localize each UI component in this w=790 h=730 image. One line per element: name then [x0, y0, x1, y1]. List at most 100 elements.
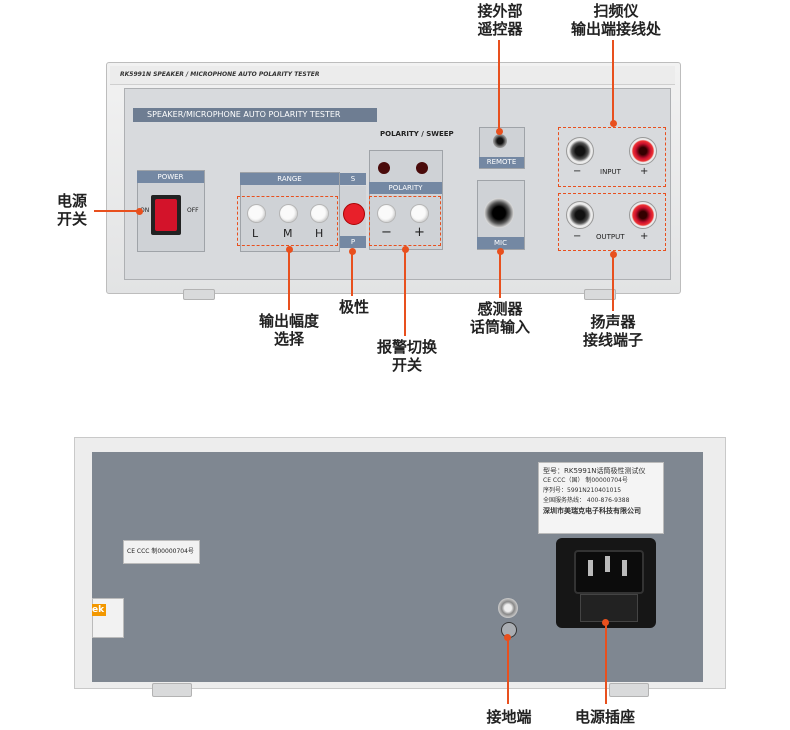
- output-label: OUTPUT: [596, 233, 625, 241]
- rear-model-line: 型号：RK5991N话筒极性测试仪: [543, 467, 646, 475]
- range-leader: [288, 250, 290, 310]
- speaker-leader: [612, 255, 614, 311]
- ground-annotation: 接地端: [486, 708, 532, 726]
- range-button-m[interactable]: [279, 204, 298, 223]
- output-plus-label: +: [640, 231, 649, 242]
- mic-label: MIC: [477, 237, 524, 249]
- alarm-leader: [404, 250, 406, 336]
- socket-pin-right: [622, 560, 627, 576]
- fuse-drawer[interactable]: [580, 594, 638, 622]
- sweep-leader-dot: [610, 120, 617, 127]
- remote-leader: [498, 40, 500, 132]
- power-on-label: ON: [140, 207, 150, 214]
- alarm-annotation-line1: 报警切换: [376, 338, 437, 356]
- range-annotation-line2: 选择: [273, 330, 304, 348]
- power-leader: [94, 210, 140, 212]
- rear-foot-right: [609, 683, 649, 697]
- ground-leader-dot: [504, 634, 511, 641]
- input-plus-label: +: [640, 166, 649, 177]
- rear-small-cert: CE CCC 制00000704号: [123, 540, 200, 564]
- polarity-leader-dot: [349, 248, 356, 255]
- remote-annotation-line2: 遥控器: [477, 20, 523, 38]
- output-terminal-plus[interactable]: [629, 201, 657, 229]
- s-header: S: [340, 173, 366, 185]
- rear-company-line: 深圳市美瑞克电子科技有限公司: [543, 507, 641, 515]
- alarm-minus-label: −: [381, 225, 392, 240]
- speaker-annotation: 扬声器 接线端子: [572, 313, 654, 349]
- socket-leader: [605, 623, 607, 704]
- range-label-l: L: [252, 227, 259, 240]
- remote-annotation-line1: 接外部: [477, 2, 523, 20]
- power-off-label: OFF: [187, 207, 199, 214]
- alarm-annotation: 报警切换 开关: [368, 338, 446, 374]
- rear-left-tag: ek: [92, 604, 106, 616]
- range-label-h: H: [315, 227, 324, 240]
- rear-foot-left: [152, 683, 192, 697]
- range-button-h[interactable]: [310, 204, 329, 223]
- rear-label-sticker: 型号：RK5991N话筒极性测试仪 CE CCC（国） 制00000704号 序…: [538, 462, 664, 534]
- mic-annotation: 感测器 话筒输入: [462, 300, 538, 336]
- front-top-band: RK5991N SPEAKER / MICROPHONE AUTO POLARI…: [110, 66, 675, 85]
- s-label: S: [350, 175, 356, 183]
- mic-leader: [499, 252, 501, 298]
- input-terminal-plus[interactable]: [629, 137, 657, 165]
- output-minus-label: −: [573, 231, 582, 242]
- power-switch[interactable]: [155, 199, 177, 231]
- range-annotation-line1: 输出幅度: [258, 312, 319, 330]
- rear-cert-line: CE CCC（国） 制00000704号: [543, 477, 628, 484]
- socket-pin-ground: [605, 556, 610, 572]
- front-foot-right: [584, 289, 616, 300]
- sweep-annotation-line2: 输出端接线处: [570, 20, 661, 38]
- ground-leader: [507, 638, 509, 704]
- polarity-annotation: 极性: [338, 298, 369, 316]
- polarity-led-left: [378, 162, 390, 174]
- remote-annotation: 接外部 遥控器: [473, 2, 527, 38]
- brand-band-text: RK5991N SPEAKER / MICROPHONE AUTO POLARI…: [120, 71, 320, 78]
- output-highlight: [558, 193, 666, 251]
- speaker-leader-dot: [610, 251, 617, 258]
- remote-label: REMOTE: [479, 157, 524, 168]
- power-leader-dot: [136, 208, 143, 215]
- input-minus-label: −: [573, 166, 582, 177]
- mic-annotation-line1: 感测器: [477, 300, 523, 318]
- output-terminal-minus[interactable]: [566, 201, 594, 229]
- remote-jack[interactable]: [493, 134, 507, 148]
- range-header: RANGE: [240, 173, 339, 185]
- alarm-button-minus[interactable]: [377, 204, 396, 223]
- mic-annotation-line2: 话筒输入: [469, 318, 530, 336]
- socket-leader-dot: [602, 619, 609, 626]
- polarity-header: POLARITY: [369, 182, 442, 194]
- power-annotation-line2: 开关: [56, 210, 87, 228]
- alarm-annotation-line2: 开关: [391, 356, 422, 374]
- speaker-annotation-line1: 扬声器: [590, 313, 636, 331]
- range-highlight: [237, 196, 338, 246]
- power-annotation-line1: 电源: [56, 192, 87, 210]
- range-button-l[interactable]: [247, 204, 266, 223]
- range-annotation: 输出幅度 选择: [247, 312, 331, 348]
- alarm-button-plus[interactable]: [410, 204, 429, 223]
- p-label: P: [350, 238, 356, 246]
- input-highlight: [558, 127, 666, 187]
- mic-jack[interactable]: [484, 198, 514, 228]
- rear-hotline-line: 全国服务热线： 400-876-9388: [543, 497, 630, 504]
- sweep-annotation: 扫频仪 输出端接线处: [560, 2, 672, 38]
- input-label: INPUT: [600, 168, 621, 176]
- alarm-plus-label: +: [414, 225, 425, 240]
- rear-serial-line: 序列号：5991N210401015: [543, 487, 622, 494]
- ground-terminal[interactable]: [498, 598, 518, 618]
- p-header: P: [340, 236, 366, 248]
- mic-leader-dot: [497, 248, 504, 255]
- alarm-leader-dot: [402, 246, 409, 253]
- polarity-button[interactable]: [343, 203, 365, 225]
- sweep-leader: [612, 40, 614, 124]
- power-annotation: 电源 开关: [52, 192, 92, 228]
- speaker-annotation-line2: 接线端子: [582, 331, 643, 349]
- socket-pin-left: [588, 560, 593, 576]
- range-leader-dot: [286, 246, 293, 253]
- panel-title: SPEAKER/MICROPHONE AUTO POLARITY TESTER: [133, 108, 377, 122]
- power-header: POWER: [137, 171, 204, 183]
- remote-leader-dot: [496, 128, 503, 135]
- input-terminal-minus[interactable]: [566, 137, 594, 165]
- polarity-sweep-header: POLARITY / SWEEP: [380, 130, 454, 138]
- polarity-led-right: [416, 162, 428, 174]
